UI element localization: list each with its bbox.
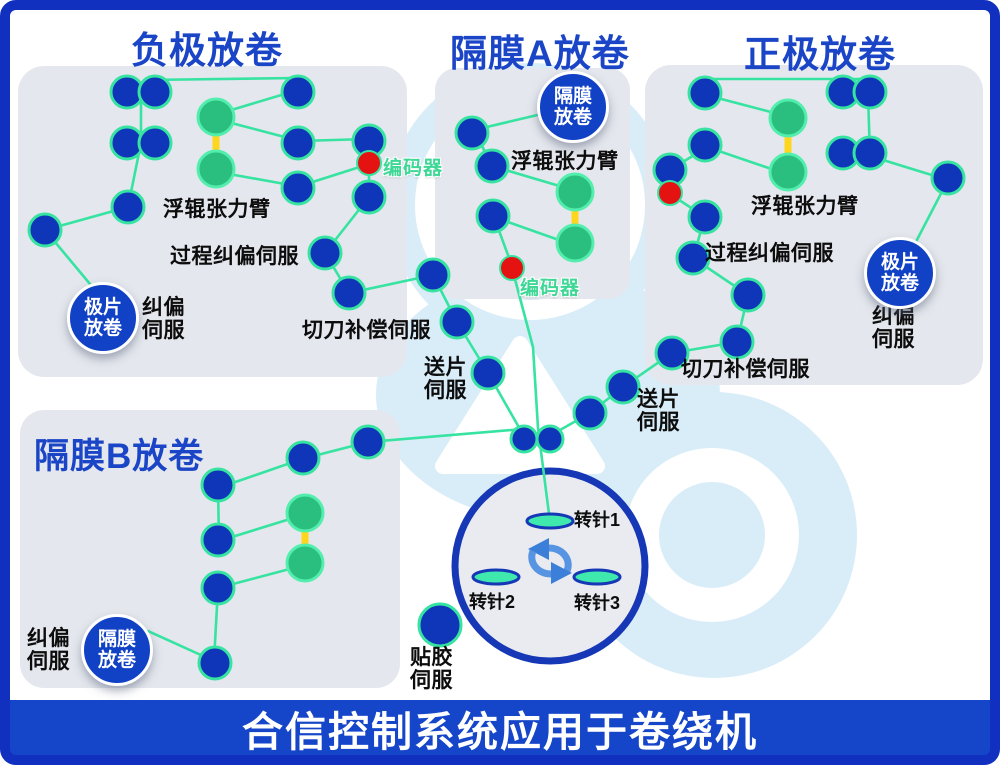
needle-3-ellipse <box>572 568 622 586</box>
encoder-dot <box>356 150 382 176</box>
label-float-arm-separator-a: 浮辊张力臂 <box>511 150 619 173</box>
encoder-dot <box>657 180 683 206</box>
winding-station-circle <box>451 467 649 665</box>
label-needle-2: 转针2 <box>469 592 516 612</box>
label-float-arm-positive: 浮辊张力臂 <box>751 195 859 218</box>
badge-separator-unwind-a: 隔膜 放卷 <box>537 71 609 143</box>
title-separator-a-unwind: 隔膜A放卷 <box>450 33 630 74</box>
encoder-dot <box>499 255 525 281</box>
winding-needles <box>471 512 622 586</box>
needle-2-ellipse <box>471 568 521 586</box>
label-needle-1: 转针1 <box>574 510 621 530</box>
encoder-dots <box>356 150 683 281</box>
label-correction-servo-separator-b: 纠偏 伺服 <box>27 627 70 673</box>
title-negative-unwind: 负极放卷 <box>131 30 283 71</box>
floating-rollers <box>196 97 808 583</box>
label-needle-3: 转针3 <box>574 593 621 613</box>
label-encoder-separator-a: 编码器 <box>520 278 581 299</box>
label-float-arm-negative: 浮辊张力臂 <box>163 198 271 221</box>
title-separator-b-unwind: 隔膜B放卷 <box>34 437 205 476</box>
label-feed-servo-left: 送片 伺服 <box>424 356 467 402</box>
badge-electrode-unwind-negative: 极片 放卷 <box>67 282 139 354</box>
label-correction-servo-positive: 纠偏 伺服 <box>872 305 915 351</box>
badge-electrode-unwind-positive: 极片 放卷 <box>864 237 936 309</box>
label-feed-servo-right: 送片 伺服 <box>637 388 680 434</box>
banner-title: 合信控制系统应用于卷绕机 <box>242 708 758 755</box>
label-correction-servo-negative: 纠偏 伺服 <box>142 296 185 342</box>
label-taping-servo: 贴胶 伺服 <box>410 646 453 692</box>
label-cutter-servo-positive: 切刀补偿伺服 <box>681 358 810 381</box>
label-cutter-servo-negative: 切刀补偿伺服 <box>302 319 431 342</box>
badge-separator-unwind-b: 隔膜 放卷 <box>81 614 153 686</box>
taping-roller <box>417 602 463 648</box>
label-process-correction-positive: 过程纠偏伺服 <box>705 242 834 265</box>
title-positive-unwind: 正极放卷 <box>744 34 896 75</box>
label-process-correction-negative: 过程纠偏伺服 <box>170 245 299 268</box>
bottom-banner: 合信控制系统应用于卷绕机 <box>10 700 990 755</box>
needle-1-ellipse <box>525 512 575 530</box>
rotation-icon <box>528 538 572 584</box>
label-encoder-negative: 编码器 <box>383 158 444 179</box>
